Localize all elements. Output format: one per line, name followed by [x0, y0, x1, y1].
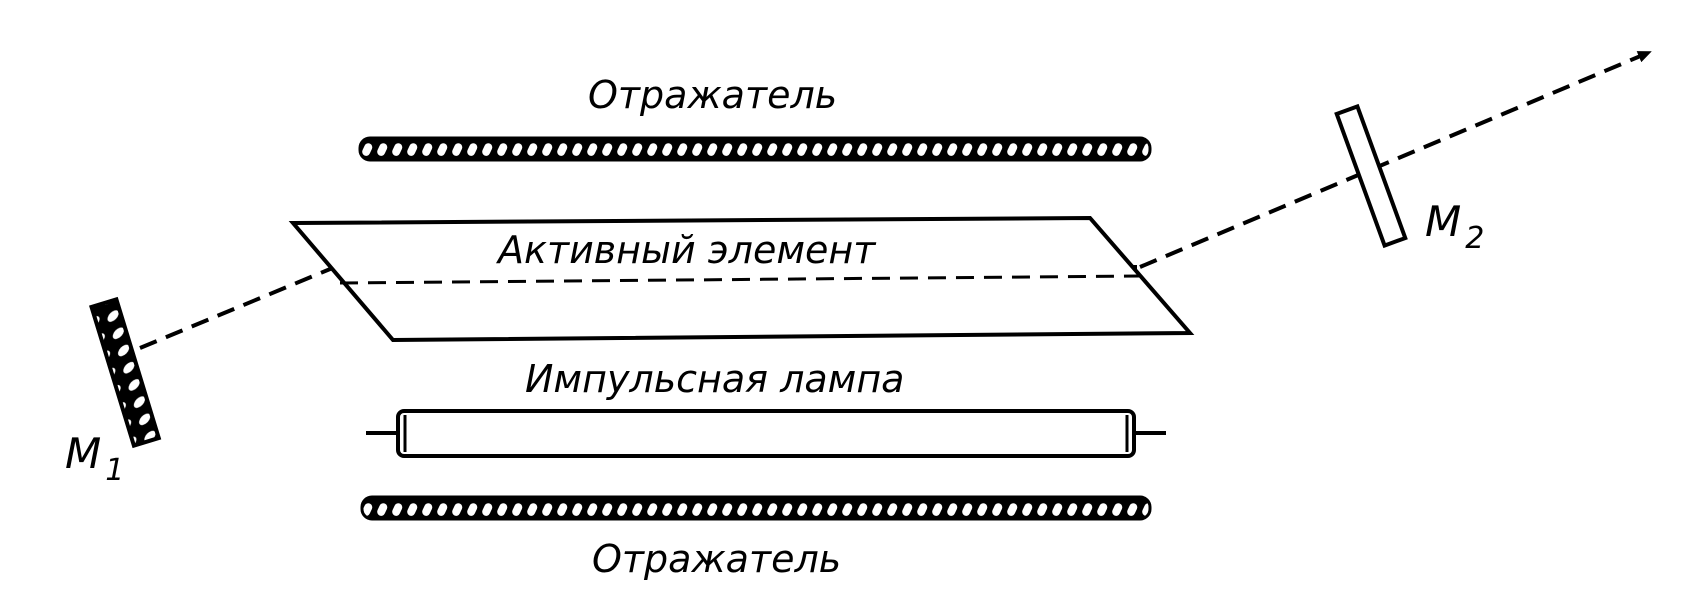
reflector-top-bar	[358, 136, 1152, 162]
beam-left	[139, 265, 336, 350]
mirror-m2-subscript: 2	[1465, 221, 1484, 256]
reflector-bottom-bar	[360, 495, 1152, 521]
mirror-m2-letter: M	[1425, 197, 1461, 246]
mirror-m1	[89, 296, 162, 449]
pulse-lamp-label: Импульсная лампа	[525, 357, 904, 401]
reflector-top-label: Отражатель	[588, 73, 837, 117]
pulse-lamp-tube	[396, 409, 1136, 458]
mirror-m2	[1334, 103, 1408, 249]
mirror-m1-letter: M	[65, 429, 101, 478]
reflector-bottom-label: Отражатель	[592, 537, 841, 581]
active-element-label: Активный элемент	[495, 228, 877, 272]
beam-right	[1139, 50, 1652, 269]
mirror-m1-subscript: 1	[105, 453, 124, 488]
beam-in-active-element	[339, 274, 1141, 285]
